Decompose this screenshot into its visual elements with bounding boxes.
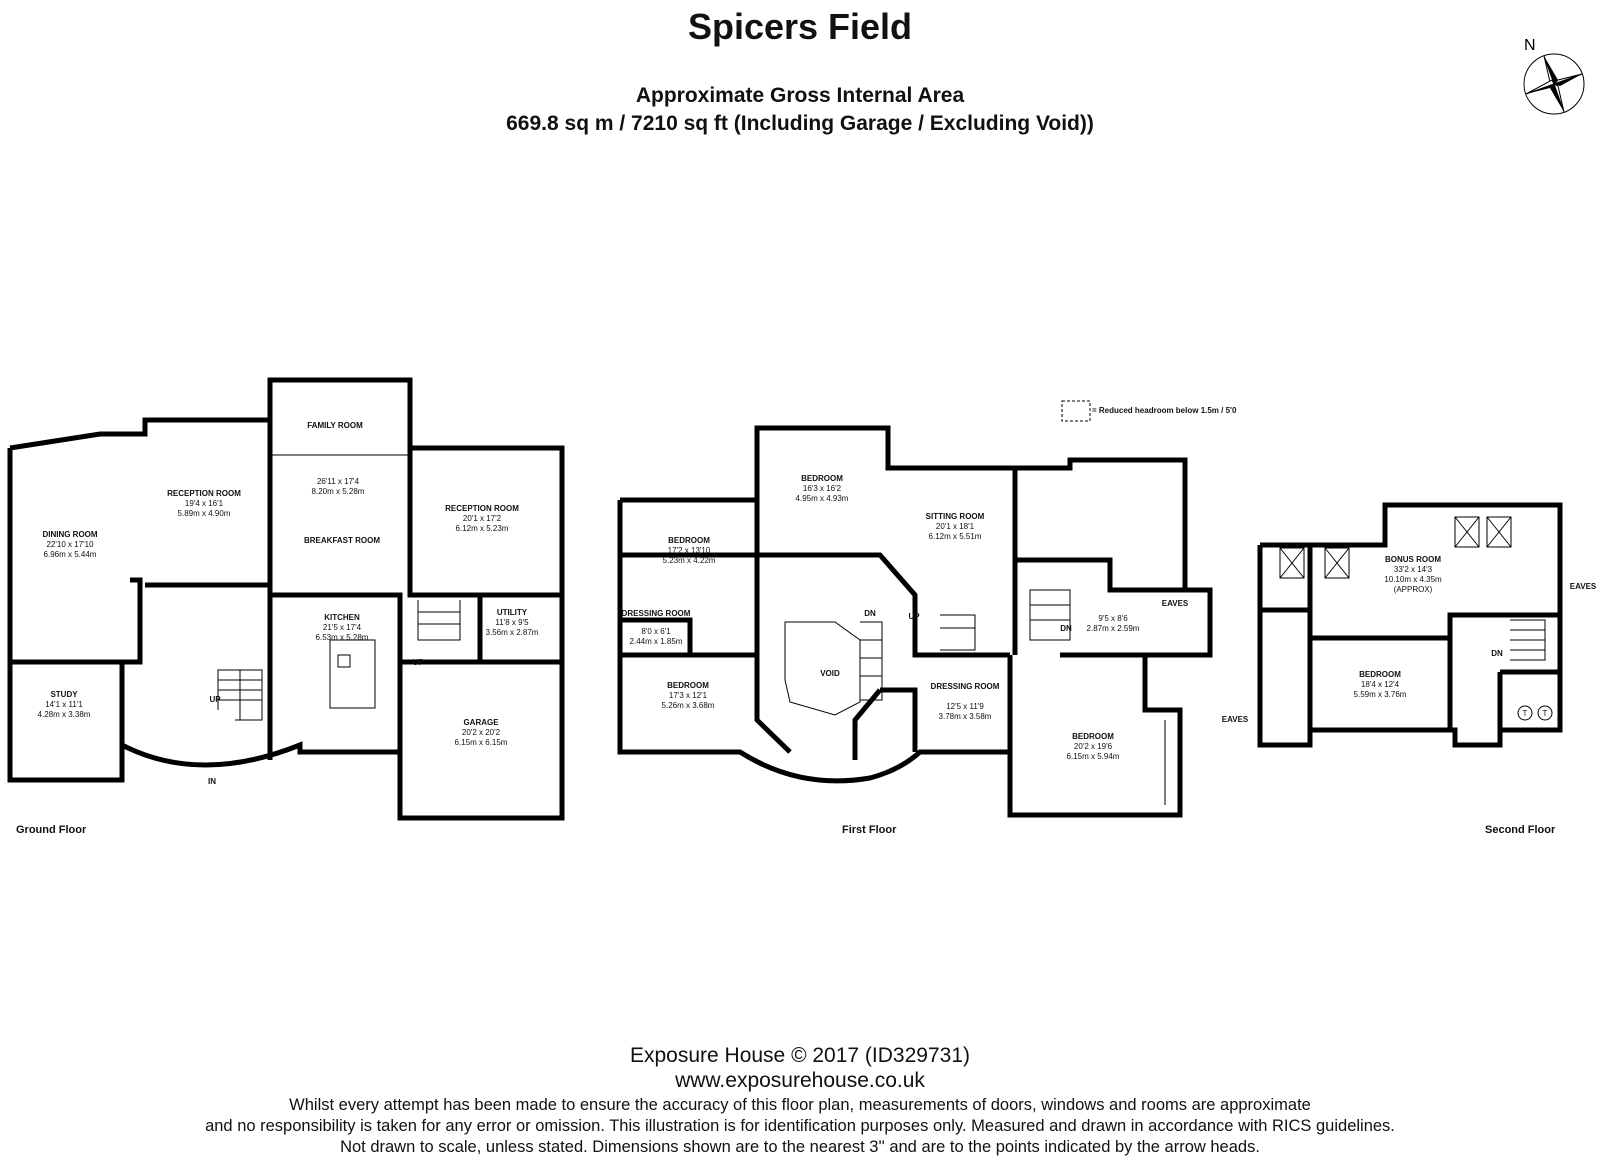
room-metric: 3.56m x 2.87m [486, 628, 539, 637]
eaves-marker: EAVES [1162, 599, 1189, 608]
disclaimer-line: and no responsibility is taken for any e… [205, 1117, 1395, 1135]
stair-down-marker: DN [864, 609, 876, 618]
compass-north-label: N [1524, 37, 1536, 54]
room-name: BONUS ROOM [1385, 555, 1441, 564]
first-floor-plan: BEDROOM 16'3 x 16'2 4.95m x 4.93m SITTIN… [617, 400, 1237, 836]
website-text: www.exposurehouse.co.uk [675, 1069, 925, 1092]
room-note: (APPROX) [1394, 585, 1433, 594]
room-imperial: 17'3 x 12'1 [669, 691, 708, 700]
room-name: RECEPTION ROOM [167, 489, 241, 498]
entrance-marker: IN [208, 777, 216, 786]
room-metric: 2.44m x 1.85m [630, 637, 683, 646]
room-name: SITTING ROOM [926, 512, 985, 521]
room-imperial: 20'1 x 18'1 [936, 522, 975, 531]
stair-up-marker: UP [209, 695, 221, 704]
room-metric: 6.12m x 5.23m [456, 524, 509, 533]
room-metric: 8.20m x 5.28m [312, 487, 365, 496]
room-imperial: 11'8 x 9'5 [495, 618, 529, 627]
headroom-legend: = Reduced headroom below 1.5m / 5'0 [1092, 406, 1237, 415]
room-imperial: 21'5 x 17'4 [323, 623, 362, 632]
room-name: RECEPTION ROOM [445, 504, 519, 513]
room-imperial: 18'4 x 12'4 [1361, 680, 1400, 689]
room-name: DINING ROOM [42, 530, 97, 539]
tank-marker: T [1523, 709, 1528, 718]
room-name: BEDROOM [668, 536, 710, 545]
plan-title: Spicers Field [687, 6, 913, 47]
room-metric: 6.96m x 5.44m [44, 550, 97, 559]
compass-rose-icon: N [1523, 37, 1585, 115]
room-name: DRESSING ROOM [622, 609, 691, 618]
room-name: GARAGE [463, 718, 499, 727]
room-imperial: 33'2 x 14'3 [1394, 565, 1433, 574]
room-metric: 5.26m x 3.68m [662, 701, 715, 710]
room-name: KITCHEN [324, 613, 360, 622]
room-metric: 4.95m x 4.93m [796, 494, 849, 503]
room-metric: 6.15m x 5.94m [1067, 752, 1120, 761]
eaves-marker: EAVES [1222, 715, 1249, 724]
room-name: BEDROOM [667, 681, 709, 690]
ground-floor-plan: DINING ROOM 22'10 x 17'10 6.96m x 5.44m … [7, 377, 565, 836]
floor-label: Ground Floor [16, 824, 87, 836]
room-imperial: 12'5 x 11'9 [946, 702, 984, 711]
room-metric: 6.12m x 5.51m [929, 532, 982, 541]
stair-down-marker: DN [1491, 649, 1503, 658]
floor-label: First Floor [842, 824, 897, 836]
room-imperial: 20'2 x 19'6 [1074, 742, 1113, 751]
room-name: BEDROOM [1359, 670, 1401, 679]
room-imperial: 14'1 x 11'1 [45, 700, 83, 709]
room-metric: 3.78m x 3.58m [939, 712, 992, 721]
disclaimer-line: Not drawn to scale, unless stated. Dimen… [340, 1138, 1260, 1156]
stair-up-marker: UP [412, 658, 424, 667]
room-imperial: 8'0 x 6'1 [641, 627, 671, 636]
room-name: BREAKFAST ROOM [304, 536, 380, 545]
room-metric: 6.53m x 5.28m [316, 633, 369, 642]
area-heading: Approximate Gross Internal Area [635, 84, 965, 107]
room-metric: 5.59m x 3.76m [1354, 690, 1407, 699]
room-name: STUDY [50, 690, 78, 699]
room-metric: 6.15m x 6.15m [455, 738, 508, 747]
room-name: BEDROOM [801, 474, 843, 483]
room-metric: 4.28m x 3.38m [38, 710, 91, 719]
floor-label: Second Floor [1485, 824, 1556, 836]
area-value: 669.8 sq m / 7210 sq ft (Including Garag… [506, 112, 1094, 135]
room-imperial: 26'11 x 17'4 [317, 477, 360, 486]
second-floor-plan: T T BONUS ROOM 33'2 x 14'3 10.10m x 4.35… [1222, 502, 1597, 836]
room-metric: 10.10m x 4.35m [1384, 575, 1442, 584]
room-name: FAMILY ROOM [307, 421, 363, 430]
room-metric: 5.89m x 4.90m [178, 509, 231, 518]
copyright-text: Exposure House © 2017 (ID329731) [629, 1044, 970, 1067]
room-name: BEDROOM [1072, 732, 1114, 741]
room-metric: 2.87m x 2.59m [1087, 624, 1140, 633]
tank-marker: T [1543, 709, 1548, 718]
stair-down-marker: DN [1060, 624, 1072, 633]
eaves-marker: EAVES [1570, 582, 1597, 591]
room-imperial: 22'10 x 17'10 [46, 540, 94, 549]
room-metric: 5.23m x 4.22m [663, 556, 716, 565]
room-name: VOID [820, 669, 840, 678]
room-name: DRESSING ROOM [931, 682, 1000, 691]
room-imperial: 17'2 x 13'10 [668, 546, 711, 555]
stair-up-marker: UP [908, 612, 920, 621]
room-name: UTILITY [497, 608, 528, 617]
room-imperial: 16'3 x 16'2 [803, 484, 842, 493]
room-imperial: 9'5 x 8'6 [1098, 614, 1128, 623]
disclaimer-line: Whilst every attempt has been made to en… [289, 1096, 1311, 1114]
room-imperial: 20'1 x 17'2 [463, 514, 502, 523]
room-imperial: 19'4 x 16'1 [185, 499, 224, 508]
room-imperial: 20'2 x 20'2 [462, 728, 501, 737]
